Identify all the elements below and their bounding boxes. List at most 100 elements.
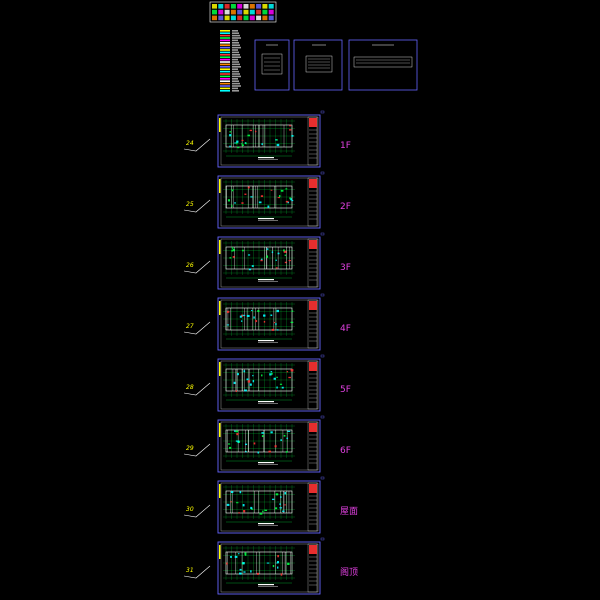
sheet-number-leader [183, 504, 211, 518]
title-block [307, 360, 319, 410]
layer-swatch-text [232, 37, 241, 39]
layer-swatch-text [232, 49, 238, 51]
legend-cell [218, 15, 224, 21]
title-sheet-1 [254, 39, 290, 91]
floor-name-label: 2F [340, 202, 351, 212]
floor-name-label: 5F [340, 385, 351, 395]
layer-swatch-text [232, 51, 239, 54]
title-block [307, 482, 319, 532]
title-block-logo [309, 545, 317, 554]
sheet-inner-border [220, 543, 318, 593]
layer-swatch-text [232, 54, 240, 56]
legend-cell [224, 9, 230, 15]
title-block-logo [309, 423, 317, 432]
legend-cell [237, 4, 243, 9]
legend-cell [256, 9, 262, 15]
sheet-inner-border [220, 421, 318, 471]
legend-cell [212, 15, 217, 21]
sheet-side-strip [219, 484, 221, 498]
layer-swatch-text [232, 68, 238, 70]
layer-swatch-text [232, 70, 239, 73]
sheet-number-label: 30 [186, 506, 194, 513]
floor-name-label: 6F [340, 446, 351, 456]
floor-sheet-25: 25 2F [183, 171, 351, 229]
floor-sheet-28: 28 5F [183, 354, 351, 412]
sheet-number-leader [183, 382, 211, 396]
layer-swatch-text [232, 44, 240, 46]
legend-cell [237, 15, 243, 21]
legend-cell [230, 15, 236, 21]
sheet-side-strip [219, 240, 221, 254]
sheet-frame [217, 358, 321, 412]
drawing-caption [258, 218, 274, 220]
sheet-number-leader [183, 260, 211, 274]
building-outline [225, 185, 293, 209]
title-block [307, 543, 319, 593]
layer-swatch-text [232, 73, 240, 75]
layer-swatch-text [232, 61, 239, 63]
sheet-inner-border [220, 238, 318, 288]
drawing-caption [258, 401, 274, 403]
legend-cell [262, 15, 268, 21]
layer-swatch [220, 49, 230, 51]
layer-swatch [220, 39, 230, 42]
layer-swatch [220, 61, 230, 63]
drawing-caption [258, 462, 274, 464]
layer-swatch-text [232, 63, 240, 66]
floor-name-label: 阁顶 [340, 566, 358, 578]
layer-swatch-text [232, 66, 241, 68]
layer-swatch [220, 46, 230, 49]
floor-name-label: 屋面 [340, 506, 358, 517]
sheet-number-label: 24 [186, 140, 194, 147]
legend-strip [209, 1, 277, 23]
title-block-logo [309, 484, 317, 493]
sheet-number-label: 28 [186, 384, 194, 391]
sheet-inner-border [220, 482, 318, 532]
legend-cell [212, 9, 217, 15]
building-outline [225, 490, 293, 514]
building-outline [225, 368, 293, 392]
legend-cell [230, 9, 236, 15]
layer-swatch [220, 34, 230, 37]
sheet-number-leader [183, 138, 211, 152]
legend-cell [224, 15, 230, 21]
title-block-logo [309, 301, 317, 310]
sheet-side-strip [219, 301, 221, 315]
layer-swatch [220, 82, 230, 85]
title-block-logo [309, 362, 317, 371]
drawing-caption [258, 340, 274, 342]
drawing-caption [258, 584, 274, 586]
sheet-side-strip [219, 423, 221, 437]
legend-cell [237, 9, 243, 15]
legend-cell [212, 4, 217, 9]
sheet-number-label: 26 [186, 262, 194, 269]
floor-name-label: 4F [340, 324, 351, 334]
layer-swatch-text [232, 75, 241, 78]
layer-swatch [220, 70, 230, 73]
sheet-side-strip [219, 179, 221, 193]
sheet-side-strip [219, 362, 221, 376]
building-outline [225, 246, 293, 270]
layer-swatch-text [232, 90, 239, 92]
layer-swatch [220, 58, 230, 61]
title-block [307, 299, 319, 349]
title-sheet-3 [348, 39, 418, 91]
layer-swatch [220, 32, 230, 34]
layer-swatch [220, 42, 230, 44]
title-block-logo [309, 118, 317, 127]
layer-swatch-text [232, 30, 238, 32]
sheet-inner-border [220, 177, 318, 227]
sheet-number-leader [183, 443, 211, 457]
sheet-number-label: 25 [186, 201, 194, 208]
layer-swatch-text [232, 46, 241, 49]
sheet-frame [217, 480, 321, 534]
title-block [307, 177, 319, 227]
layer-swatch-text [232, 58, 238, 61]
layer-swatch [220, 85, 230, 87]
legend-cell [243, 15, 249, 21]
layer-swatch-text [232, 82, 240, 85]
